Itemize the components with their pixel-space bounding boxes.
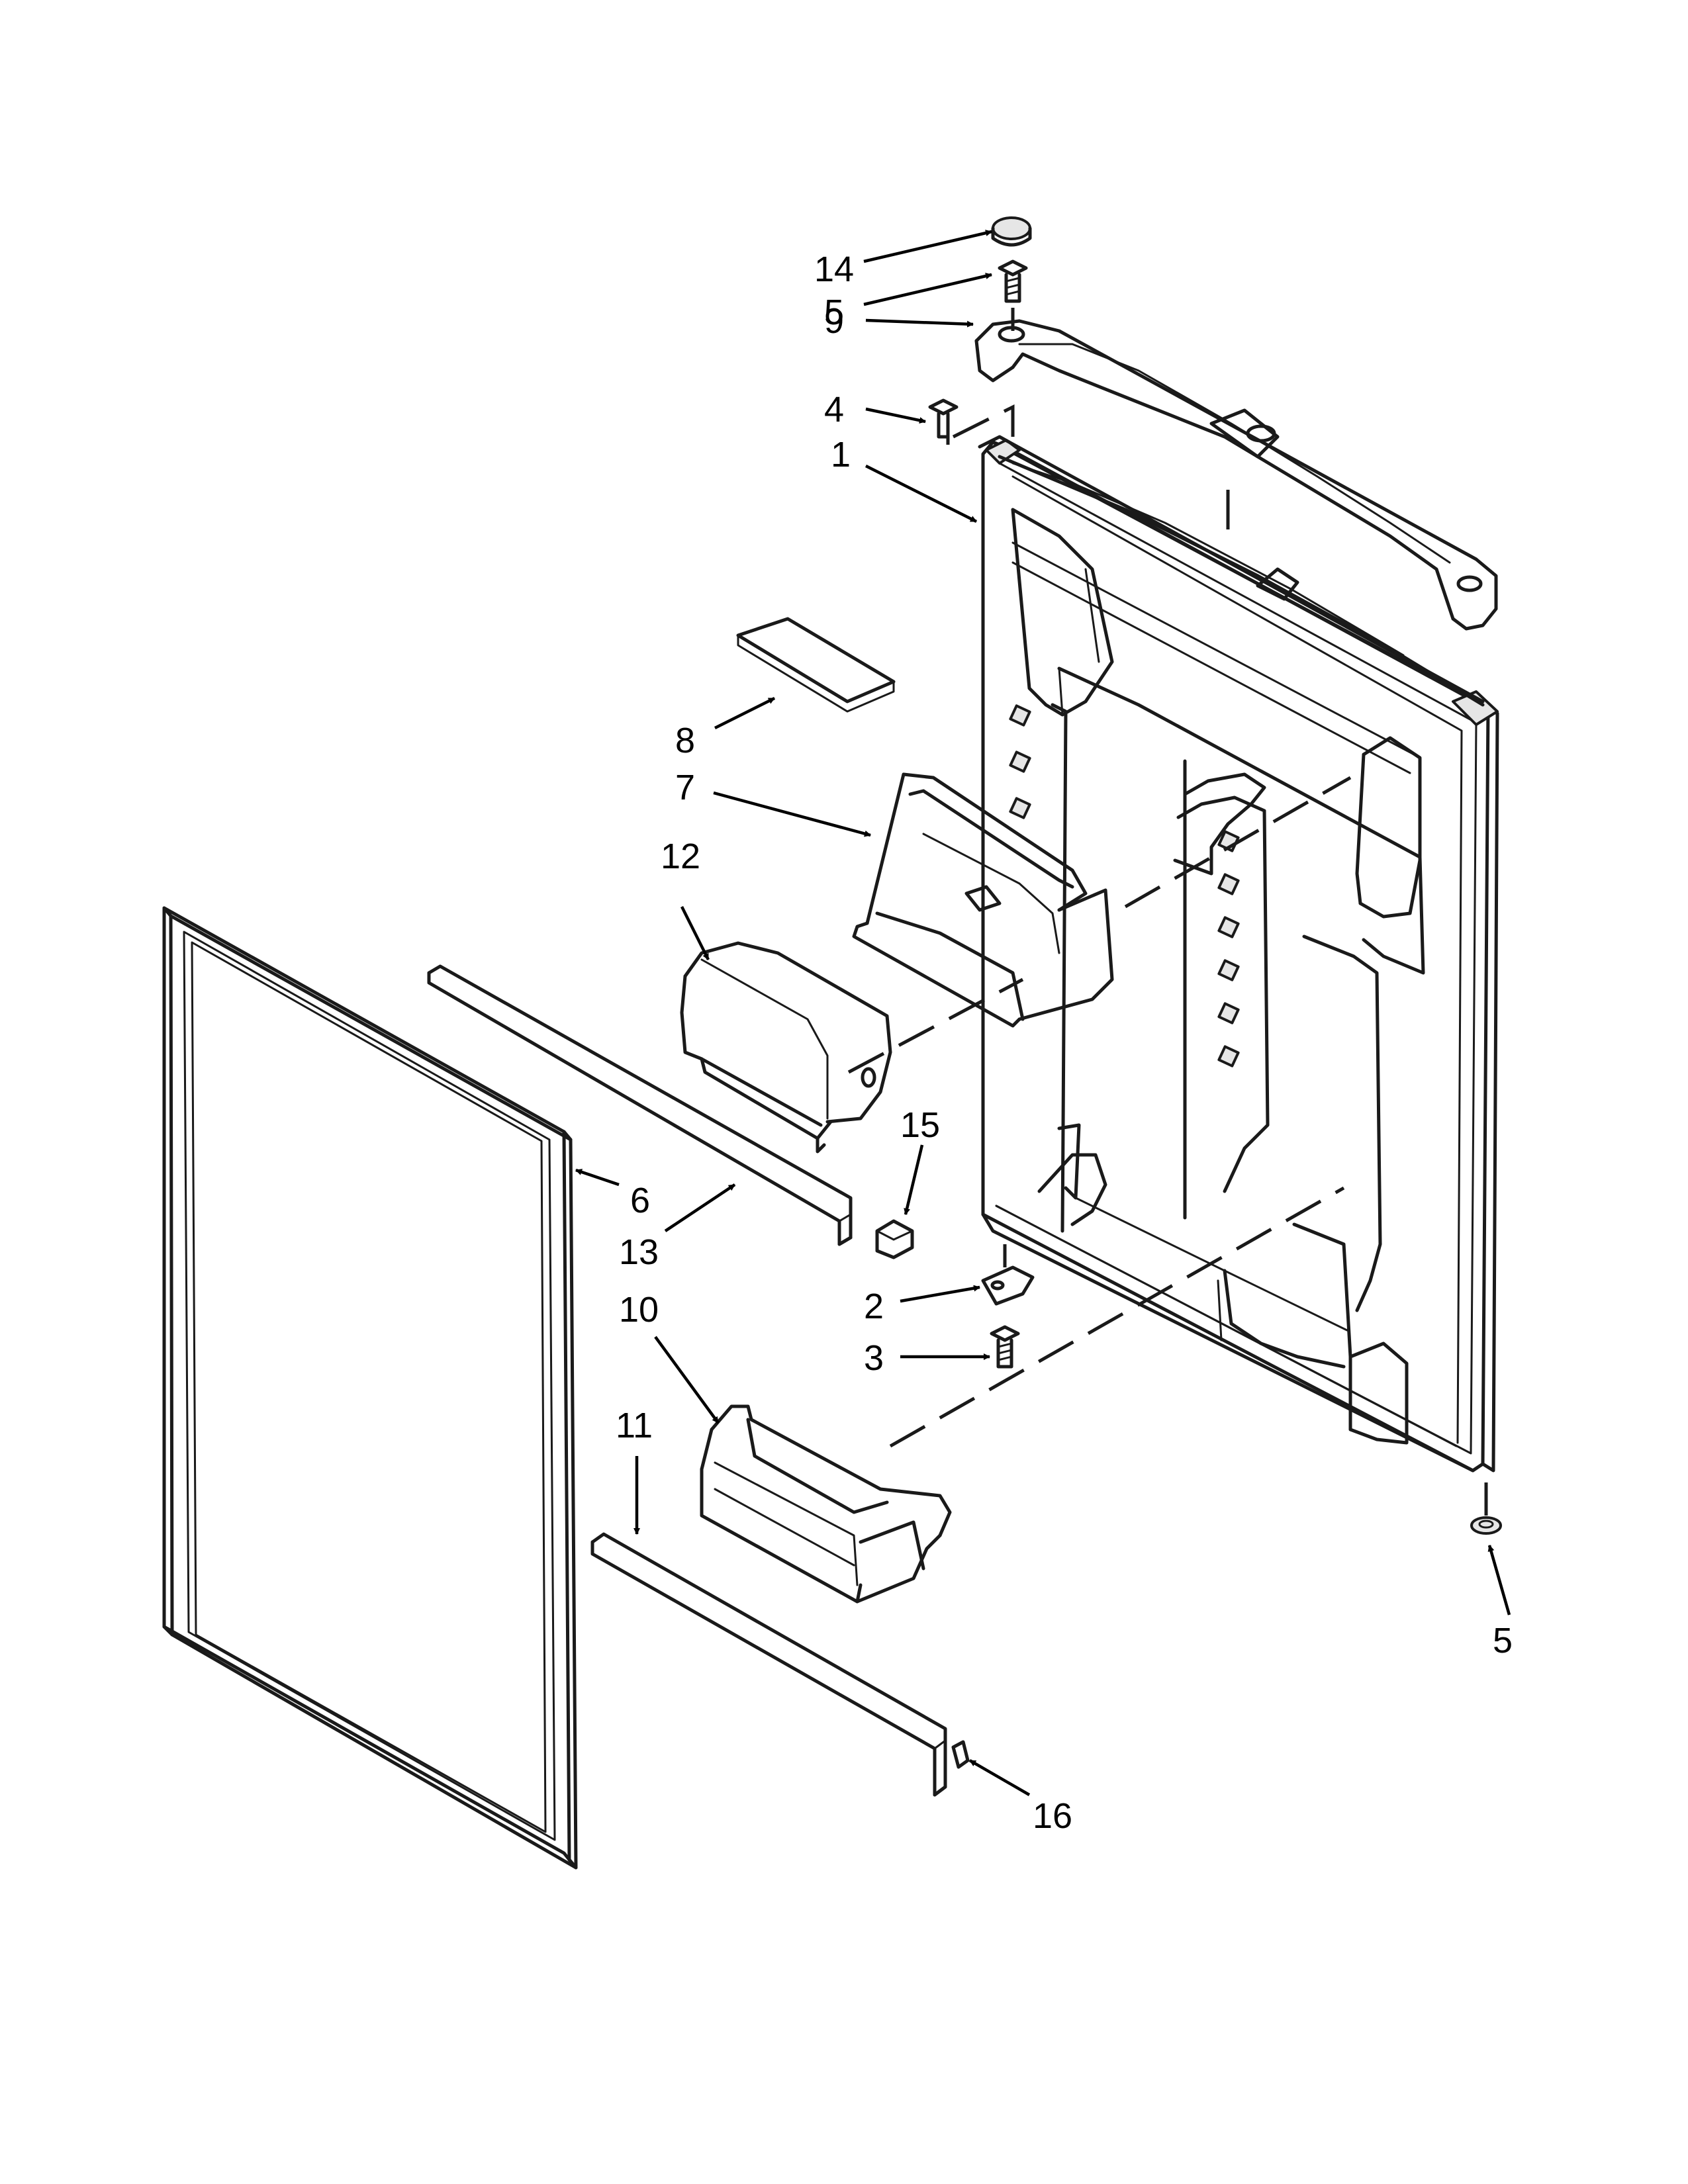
callout-11: 11 [616, 1406, 653, 1445]
callout-13: 13 [619, 1232, 659, 1272]
retainer-strip-upper [427, 964, 853, 1246]
callout-12: 12 [661, 837, 700, 876]
door-bin [700, 1404, 952, 1604]
small-tray [736, 617, 896, 713]
door-top-cap [974, 319, 1498, 631]
snack-drawer [680, 941, 892, 1154]
bottom-hinge [981, 1265, 1035, 1306]
hinge-pin [928, 398, 959, 439]
callout-9: 9 [824, 301, 844, 341]
leader-arrows [575, 230, 1511, 1796]
refrigerator-door [981, 439, 1499, 1473]
callout-1: 1 [831, 435, 851, 475]
retainer-strip-lower [590, 1532, 947, 1797]
door-gasket [162, 906, 578, 1870]
callout-8: 8 [675, 721, 695, 760]
dairy-bin [852, 772, 1114, 1028]
retainer-clip-upper [875, 1219, 914, 1259]
callout-5-bottom: 5 [1493, 1621, 1513, 1661]
callout-14: 14 [814, 250, 854, 289]
callout-4: 4 [824, 390, 844, 430]
bottom-bushing [1470, 1516, 1502, 1535]
callout-6: 6 [630, 1181, 650, 1220]
hinge-screw-top [998, 259, 1028, 303]
door-top-rail [978, 435, 1485, 707]
callout-labels: 14 5 9 4 1 8 7 12 15 6 13 2 3 10 11 5 16 [616, 250, 1513, 1836]
callout-5-top: 5 [824, 293, 844, 332]
door-stop-cap [991, 216, 1032, 247]
hinge-screw-bottom [990, 1325, 1020, 1369]
retainer-clip-lower [951, 1740, 970, 1769]
callout-2: 2 [864, 1287, 884, 1326]
callout-15: 15 [900, 1105, 940, 1145]
callout-7: 7 [675, 768, 695, 807]
callout-3: 3 [864, 1338, 884, 1378]
callout-10: 10 [619, 1290, 659, 1330]
callout-16: 16 [1033, 1796, 1072, 1836]
assembly-lines [847, 308, 1488, 1516]
